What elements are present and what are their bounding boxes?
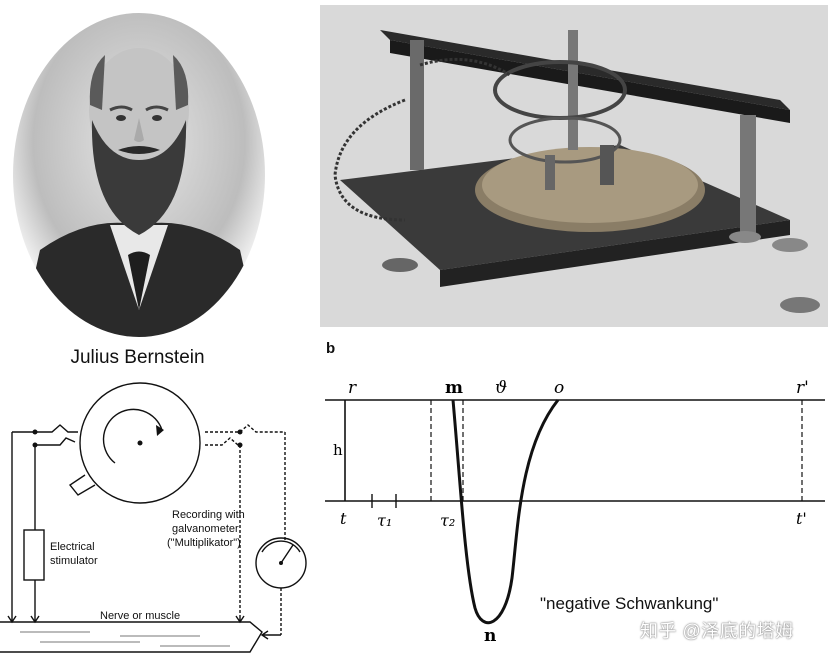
point-n: n — [484, 626, 496, 646]
portrait-photo — [13, 13, 265, 337]
watermark: 知乎 @泽底的塔姆 — [640, 621, 794, 641]
waveform-diagram: r m ϑ o r' h t τ₁ τ₂ t' n — [325, 378, 825, 646]
recording-label-1: Recording with — [172, 509, 245, 521]
point-tau1: τ₁ — [377, 511, 392, 530]
tissue-label: Nerve or muscle — [100, 610, 180, 622]
circuit-diagram: Electrical stimulator Recording with gal… — [0, 382, 307, 653]
stimulator-label-2: stimulator — [50, 555, 98, 567]
apparatus-photo — [320, 5, 828, 327]
point-r: r — [348, 378, 357, 398]
waveform-caption: "negative Schwankung" — [540, 594, 719, 613]
panel-label: b — [326, 340, 336, 357]
point-tau2: τ₂ — [440, 511, 455, 530]
recording-label-3: ("Multiplikator") — [167, 537, 241, 549]
point-h: h — [333, 441, 343, 459]
point-t: t — [340, 509, 347, 528]
point-r-prime: r' — [796, 378, 809, 398]
point-theta: ϑ — [495, 378, 507, 398]
point-t-prime: t' — [796, 509, 807, 528]
recording-label-2: galvanometer — [172, 523, 239, 535]
point-m: m — [445, 378, 463, 398]
stimulator-label-1: Electrical — [50, 541, 95, 553]
portrait-caption: Julius Bernstein — [70, 347, 205, 368]
point-o: o — [554, 378, 564, 398]
